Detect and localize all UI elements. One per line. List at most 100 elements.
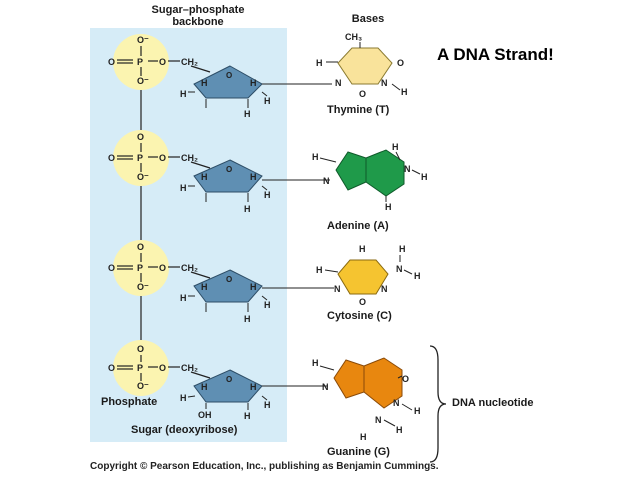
phosphate-circle [113, 34, 169, 90]
svg-text:H: H [244, 314, 251, 324]
svg-text:H: H [201, 78, 208, 88]
bases-header: Bases [351, 13, 385, 25]
svg-text:H: H [201, 382, 208, 392]
thymine-base [337, 47, 393, 85]
svg-text:N: N [334, 284, 341, 294]
svg-text:N: N [323, 176, 330, 186]
svg-text:O: O [137, 132, 144, 142]
svg-text:N: N [393, 398, 400, 408]
svg-text:H: H [264, 400, 271, 410]
svg-text:H: H [264, 300, 271, 310]
phosphate-label: Phosphate [101, 396, 158, 408]
base-name-cytosine: Cytosine (C) [327, 310, 392, 322]
svg-text:O: O [159, 153, 166, 163]
svg-text:O: O [359, 297, 366, 307]
svg-text:OH: OH [198, 410, 212, 420]
svg-text:O: O [108, 153, 115, 163]
svg-text:O: O [226, 375, 232, 384]
svg-text:N: N [335, 78, 342, 88]
svg-text:CH₂: CH₂ [181, 263, 198, 273]
svg-text:H: H [421, 172, 428, 182]
svg-text:H: H [414, 271, 421, 281]
svg-text:O⁻: O⁻ [137, 35, 149, 45]
nucleotide-bracket [429, 345, 447, 463]
phosphate-circle [113, 240, 169, 296]
svg-text:H: H [180, 89, 187, 99]
adenine-base [335, 151, 367, 191]
svg-text:O: O [226, 165, 232, 174]
svg-text:H: H [180, 393, 187, 403]
svg-text:H: H [359, 244, 366, 254]
svg-text:N: N [404, 164, 411, 174]
base-name-guanine: Guanine (G) [327, 446, 390, 458]
svg-text:H: H [244, 411, 251, 421]
base-name-thymine: Thymine (T) [327, 104, 390, 116]
svg-text:O⁻: O⁻ [137, 76, 149, 86]
svg-text:CH₃: CH₃ [345, 32, 362, 42]
svg-text:H: H [250, 382, 257, 392]
svg-text:N: N [396, 264, 403, 274]
svg-text:H: H [250, 78, 257, 88]
copyright-notice: Copyright © Pearson Education, Inc., pub… [90, 461, 439, 472]
svg-text:P: P [137, 57, 143, 67]
svg-text:O⁻: O⁻ [137, 282, 149, 292]
backbone-header-text: Sugar–phosphate backbone [151, 4, 245, 28]
svg-text:H: H [180, 183, 187, 193]
base-name-adenine: Adenine (A) [327, 220, 389, 232]
svg-text:H: H [401, 87, 408, 97]
svg-text:N: N [381, 284, 388, 294]
svg-text:N: N [322, 382, 329, 392]
svg-text:H: H [250, 172, 257, 182]
svg-text:H: H [392, 142, 399, 152]
svg-text:H: H [201, 282, 208, 292]
svg-text:H: H [385, 202, 392, 212]
cytosine-base [337, 259, 389, 295]
svg-text:P: P [137, 263, 143, 273]
svg-text:CH₂: CH₂ [181, 153, 198, 163]
svg-text:O⁻: O⁻ [137, 172, 149, 182]
svg-text:H: H [250, 282, 257, 292]
backbone-header: Sugar–phosphate backbone [118, 4, 278, 28]
svg-text:H: H [180, 293, 187, 303]
sugar-ring [193, 269, 263, 303]
svg-text:H: H [312, 358, 319, 368]
svg-text:H: H [316, 58, 323, 68]
svg-text:O: O [137, 344, 144, 354]
svg-text:O: O [159, 363, 166, 373]
phosphate-circle [113, 340, 169, 396]
svg-text:N: N [381, 78, 388, 88]
svg-text:H: H [244, 109, 251, 119]
adenine-base-ring [365, 149, 405, 197]
svg-text:P: P [137, 153, 143, 163]
svg-text:O: O [402, 374, 409, 384]
phosphate-circle [113, 130, 169, 186]
svg-text:O: O [159, 57, 166, 67]
phosphate-group: O⁻ O P O O⁻ CH₂ [108, 35, 198, 86]
svg-text:O: O [159, 263, 166, 273]
svg-text:N: N [375, 415, 382, 425]
svg-text:P: P [137, 363, 143, 373]
svg-text:O: O [226, 275, 232, 284]
sugar-ring [193, 369, 263, 403]
svg-text:H: H [264, 96, 271, 106]
svg-text:H: H [201, 172, 208, 182]
svg-text:H: H [414, 406, 421, 416]
svg-text:H: H [396, 425, 403, 435]
svg-text:O: O [137, 242, 144, 252]
svg-text:CH₂: CH₂ [181, 57, 198, 67]
svg-text:H: H [264, 190, 271, 200]
guanine-base [333, 359, 365, 399]
svg-text:H: H [316, 265, 323, 275]
nucleotide-label: DNA nucleotide [452, 397, 534, 409]
svg-text:H: H [399, 244, 406, 254]
svg-text:H: H [244, 204, 251, 214]
svg-text:H: H [312, 152, 319, 162]
svg-text:O: O [108, 363, 115, 373]
sugar-ring [193, 65, 263, 99]
